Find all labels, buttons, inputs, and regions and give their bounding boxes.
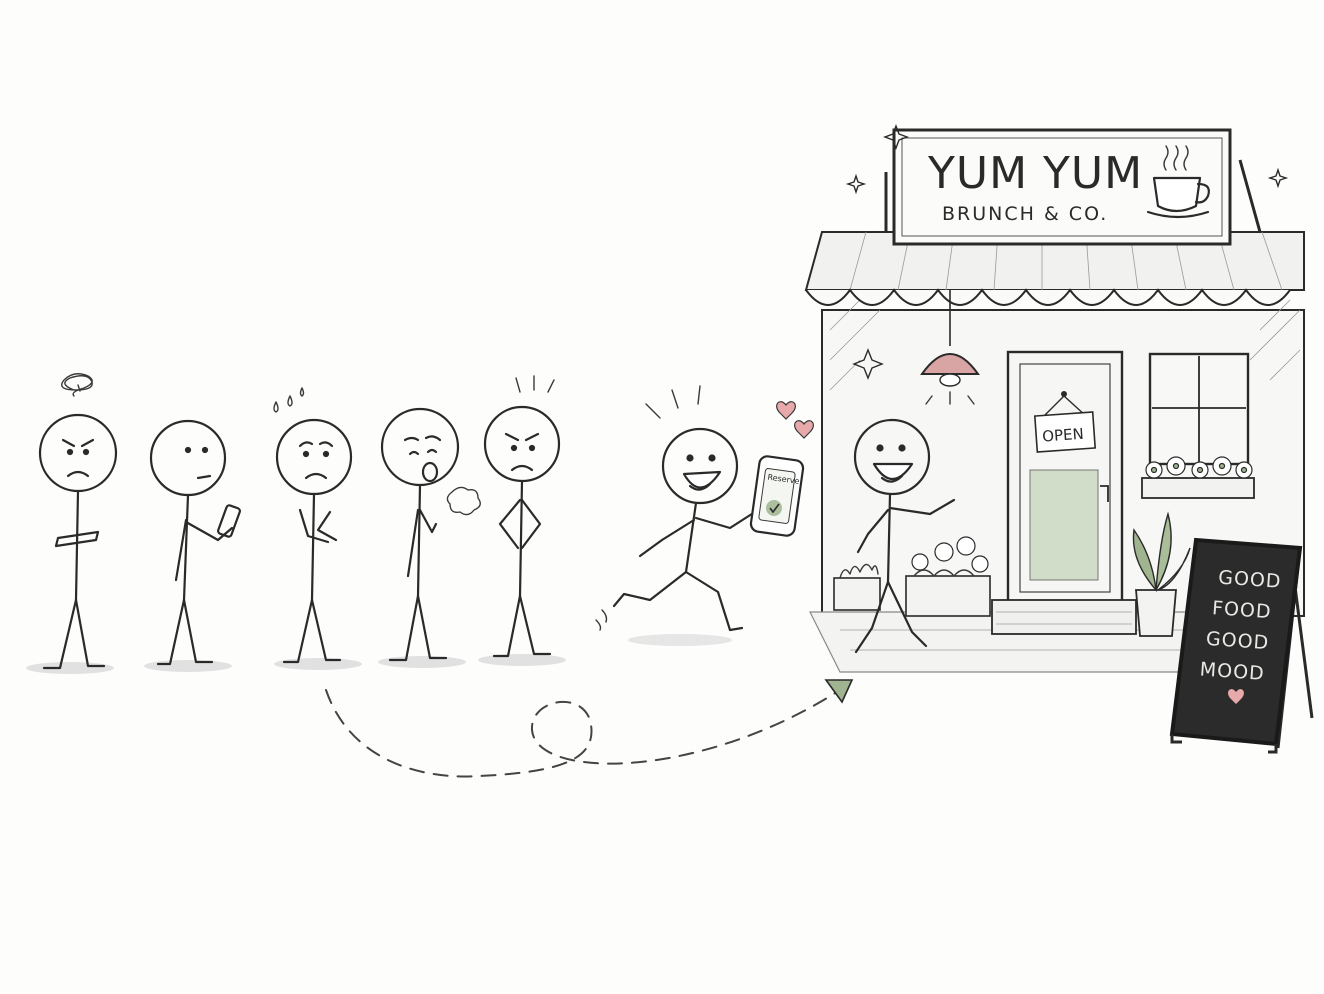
chalkboard-line-2: FOOD — [1211, 597, 1272, 623]
person-annoyed-arms-crossed — [38, 373, 118, 670]
flower-box-icons — [1145, 456, 1253, 479]
person-yawning — [380, 407, 481, 662]
sparkle-icon — [852, 348, 884, 380]
phone-with-reservation: Reserve — [749, 455, 805, 537]
sign-subtitle: BRUNCH & CO. — [942, 203, 1108, 225]
hanging-lamp-icon — [920, 290, 980, 405]
heart-icon — [794, 420, 814, 439]
dashed-route-arrow — [325, 679, 854, 778]
sparkle-icon — [883, 124, 909, 150]
chalkboard-sign: GOOD FOOD GOOD MOOD — [1169, 537, 1314, 754]
ground-shadows — [26, 634, 938, 674]
heart-icon — [776, 401, 796, 420]
planter-box-icons — [833, 536, 991, 617]
open-sign-label: OPEN — [1042, 425, 1085, 446]
chalkboard-line-4: MOOD — [1199, 658, 1265, 684]
sign-title: YUM YUM — [927, 148, 1143, 199]
heart-icon — [1228, 689, 1244, 704]
chalkboard-line-3: GOOD — [1205, 628, 1270, 654]
phone-label: Reserve — [767, 473, 800, 486]
cafe-sign: YUM YUM BRUNCH & CO. — [892, 128, 1232, 246]
person-happy-arriving — [853, 418, 956, 654]
chalkboard-line-1: GOOD — [1218, 567, 1283, 593]
person-checking-phone — [149, 419, 241, 666]
arrow-head-icon — [824, 679, 854, 704]
cafe-building: YUM YUM BRUNCH & CO. — [804, 124, 1314, 754]
person-angry — [483, 375, 561, 658]
door-handle-icon — [1100, 485, 1109, 502]
coffee-cup-icon — [1146, 145, 1210, 219]
sparkle-icon — [845, 173, 867, 195]
person-worried — [273, 387, 353, 664]
door-step — [991, 599, 1137, 635]
sparkle-icon — [1267, 167, 1289, 189]
cafe-door: OPEN — [1006, 350, 1124, 604]
checkmark-icon — [766, 500, 782, 516]
person-running-with-phone — [595, 385, 760, 632]
cafe-window — [1141, 352, 1255, 499]
sparkle-icons — [845, 124, 1289, 380]
potted-plant-icon — [1132, 511, 1191, 637]
